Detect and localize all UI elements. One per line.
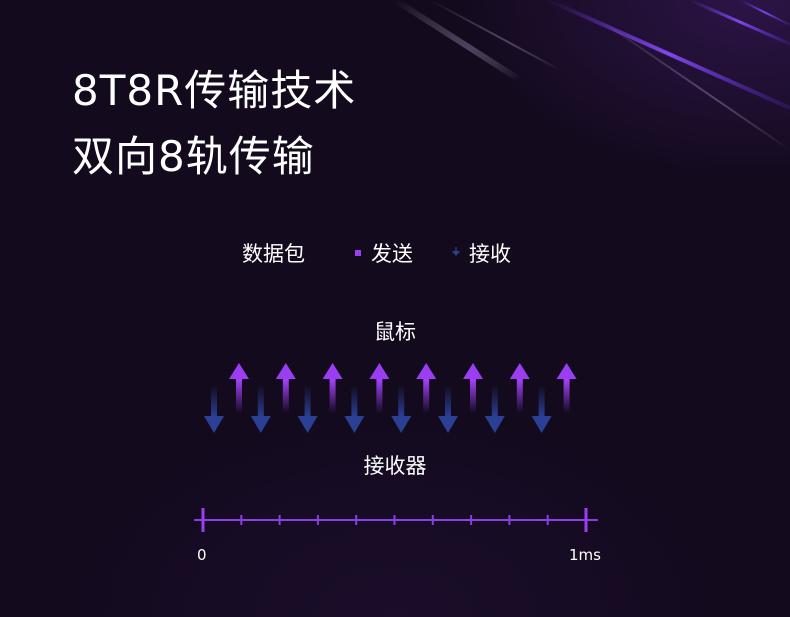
legend-item-send: 发送: [351, 238, 413, 268]
headline-line-2: 双向8轨传输: [72, 124, 356, 190]
receive-arrow-icon: [449, 246, 463, 260]
receiver-label: 接收器: [0, 450, 790, 480]
send-arrow: [323, 363, 343, 413]
receive-arrow: [204, 385, 224, 433]
receive-arrow: [532, 385, 552, 433]
headline-line-1: 8T8R传输技术: [72, 58, 356, 124]
legend-item-receive: 接收: [449, 238, 511, 268]
legend-receive-label: 接收: [469, 238, 511, 268]
legend: 数据包 发送 接收: [242, 236, 547, 270]
send-arrow: [463, 363, 483, 413]
send-arrow: [369, 363, 389, 413]
timeline-end-label: 1ms: [569, 546, 601, 564]
legend-title: 数据包: [242, 238, 305, 268]
send-arrow: [557, 363, 577, 413]
timeline-start-label: 0: [197, 546, 207, 564]
receive-arrow: [344, 385, 364, 433]
receive-arrow: [485, 385, 505, 433]
send-arrow: [229, 363, 249, 413]
receive-arrow: [298, 385, 318, 433]
mouse-label: 鼠标: [0, 316, 790, 346]
headline: 8T8R传输技术 双向8轨传输: [72, 58, 356, 190]
send-arrow: [416, 363, 436, 413]
timeline: [0, 500, 790, 540]
send-arrow: [276, 363, 296, 413]
transfer-arrows: [0, 355, 790, 440]
receive-arrow: [391, 385, 411, 433]
receive-arrow: [251, 385, 271, 433]
legend-send-label: 发送: [371, 238, 413, 268]
send-arrow-icon: [351, 246, 365, 260]
receive-arrow: [438, 385, 458, 433]
send-arrow: [510, 363, 530, 413]
